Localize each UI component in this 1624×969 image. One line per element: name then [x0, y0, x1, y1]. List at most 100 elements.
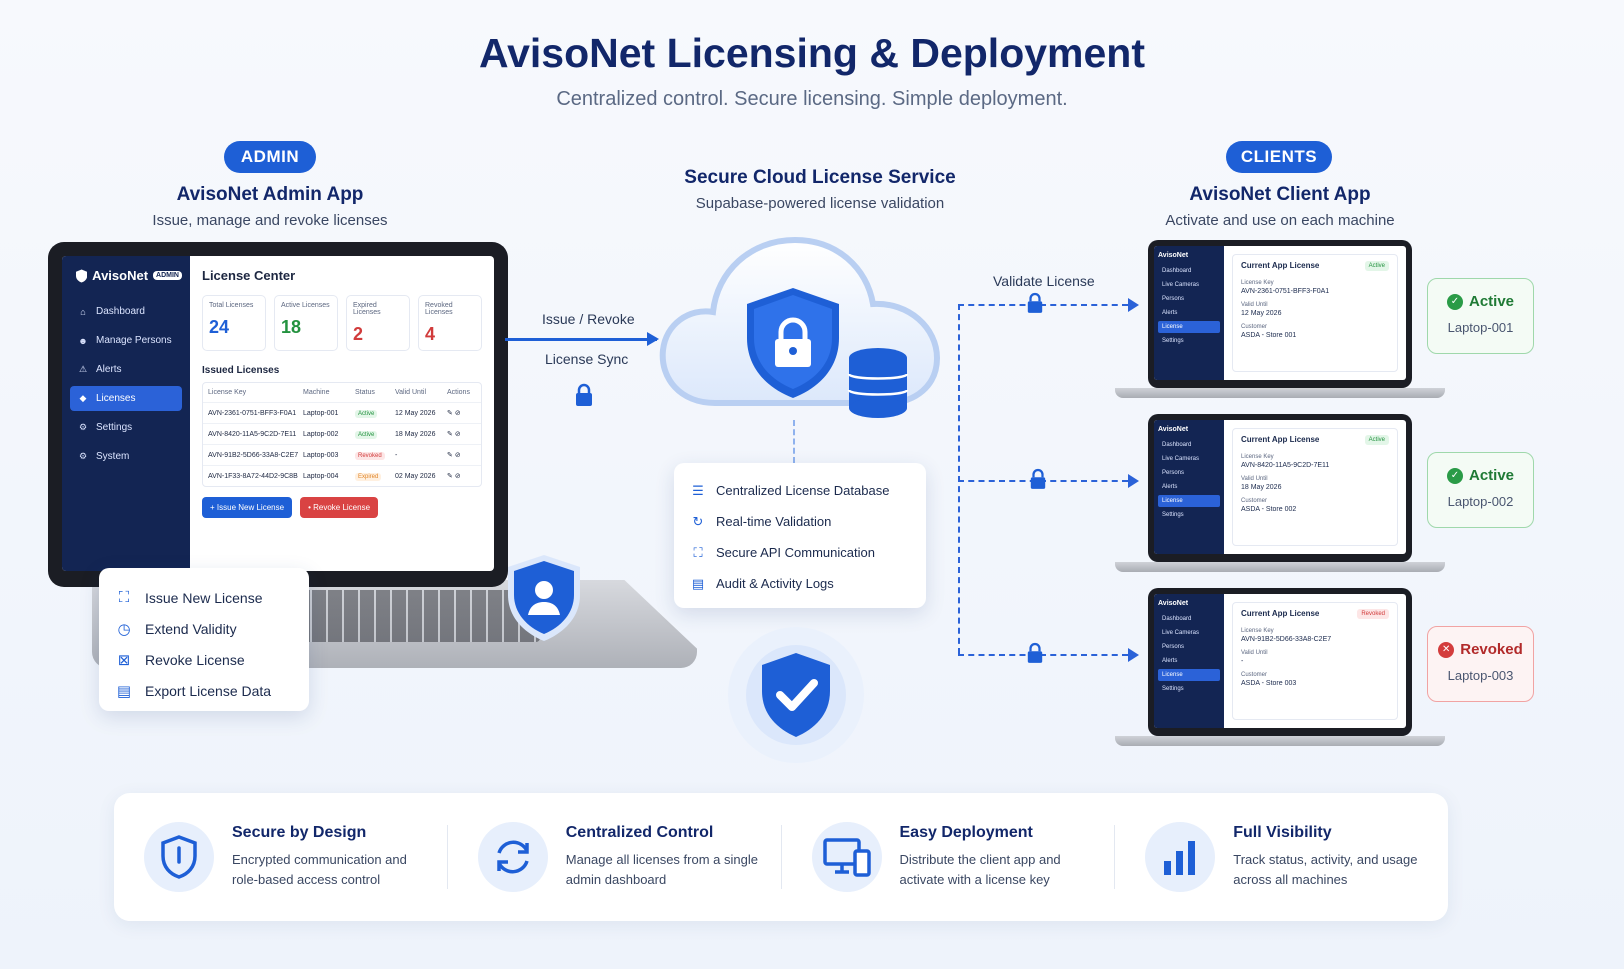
client-laptop-base: [1115, 736, 1445, 746]
client-nav-item[interactable]: Alerts: [1162, 658, 1178, 664]
sidebar-item-label: Alerts: [96, 364, 122, 375]
cell-key: AVN-8420-11A5-9C2D-7E11: [208, 430, 297, 438]
client-nav-item[interactable]: Dashboard: [1162, 268, 1192, 274]
client-nav-item[interactable]: Settings: [1162, 512, 1184, 518]
gear-icon: ⚙: [78, 422, 88, 432]
validate-license-label: Validate License: [993, 273, 1095, 289]
edit-icon[interactable]: ✎: [447, 452, 453, 459]
sidebar-item-settings[interactable]: ⚙ Settings: [70, 415, 182, 440]
card-title: Current App License: [1241, 435, 1320, 444]
table-row[interactable]: AVN-1F33-8A72-44D2-9C8B Laptop-004 Expir…: [203, 466, 481, 486]
home-icon: ⌂: [80, 306, 86, 317]
clients-heading: AvisoNet Client App: [1189, 184, 1371, 205]
delete-icon[interactable]: ⊘: [454, 410, 461, 417]
client-nav-item[interactable]: Dashboard: [1162, 442, 1192, 448]
client-nav-item[interactable]: Persons: [1162, 296, 1185, 302]
sidebar-item-manage-persons[interactable]: ☻Manage Persons: [70, 328, 182, 353]
client-laptop-base: [1115, 388, 1445, 398]
client-nav-item[interactable]: Settings: [1162, 686, 1184, 692]
button-label: Revoke License: [313, 503, 371, 512]
client-nav-item[interactable]: Live Cameras: [1162, 630, 1200, 636]
action-export[interactable]: ▤Export License Data: [115, 675, 293, 706]
client-nav-item[interactable]: Settings: [1162, 338, 1184, 344]
sidebar-item-label: Settings: [96, 422, 133, 433]
field-label: License Key: [1241, 454, 1274, 460]
machine-name: Laptop-002: [1447, 494, 1514, 509]
client-nav-item[interactable]: Alerts: [1162, 484, 1178, 490]
clock-icon: ◷: [117, 620, 131, 638]
revoke-license-button[interactable]: • Revoke License: [300, 497, 379, 518]
close-icon: ✕: [1438, 641, 1455, 658]
connector-line: [958, 654, 1128, 656]
field-label: Valid Until: [1241, 650, 1268, 656]
edit-icon[interactable]: ✎: [447, 473, 453, 480]
license-key-value: AVN-8420-11A5-9C2D-7E11: [1241, 462, 1330, 469]
field-label: License Key: [1241, 280, 1274, 286]
edit-icon[interactable]: ✎: [447, 410, 453, 417]
client-nav-item[interactable]: Dashboard: [1162, 616, 1192, 622]
issued-licenses-title: Issued Licenses: [202, 365, 280, 376]
feature-desc: Encrypted communication and role-based a…: [232, 852, 407, 887]
cloud-feature-label: Centralized License Database: [716, 483, 890, 498]
lock-icon: [576, 383, 592, 406]
sidebar-item-dashboard[interactable]: ⌂Dashboard: [70, 299, 182, 324]
client-nav-item[interactable]: License: [1158, 669, 1220, 681]
admin-screen: AvisoNet ADMIN ⌂Dashboard ☻Manage Person…: [62, 256, 494, 571]
lock-icon: [1030, 468, 1046, 489]
client-nav-item[interactable]: License: [1158, 495, 1220, 507]
stat-label: Revoked Licenses: [425, 302, 453, 316]
action-label: Revoke License: [145, 651, 245, 668]
cloud-feature-label: Secure API Communication: [716, 545, 875, 560]
stat-value: 4: [425, 324, 436, 344]
issue-revoke-label: Issue / Revoke: [542, 311, 635, 327]
client-nav-item[interactable]: Persons: [1162, 470, 1185, 476]
client-nav-item[interactable]: Live Cameras: [1162, 282, 1200, 288]
client-nav-item[interactable]: Alerts: [1162, 310, 1178, 316]
sidebar-item-alerts[interactable]: ⚠Alerts: [70, 357, 182, 382]
stat-revoked: Revoked Licenses 4: [418, 295, 482, 351]
table-row[interactable]: AVN-2361-0751-BFF3-F0A1 Laptop-001 Activ…: [203, 403, 481, 424]
action-issue[interactable]: ⛶Issue New License: [115, 582, 293, 613]
admin-tag: ADMIN: [153, 271, 182, 280]
client-screen: AvisoNet Dashboard Live Cameras Persons …: [1154, 246, 1406, 380]
issue-new-license-button[interactable]: + Issue New License: [202, 497, 293, 518]
cell-key: AVN-2361-0751-BFF3-F0A1: [208, 409, 297, 417]
action-extend[interactable]: ◷Extend Validity: [115, 613, 293, 644]
column-header: Machine: [303, 389, 330, 396]
status-text: Revoked: [1460, 641, 1523, 658]
field-label: License Key: [1241, 628, 1274, 634]
stat-value: 2: [353, 324, 364, 344]
valid-until-value: 12 May 2026: [1241, 310, 1282, 317]
cloud-heading: Secure Cloud License Service: [684, 167, 956, 188]
client-laptop-1: AvisoNet Dashboard Live Cameras Persons …: [1148, 240, 1412, 388]
stat-label: Total Licenses: [209, 302, 254, 309]
stat-value: 18: [281, 317, 302, 337]
action-revoke[interactable]: ⊠Revoke License: [115, 644, 293, 675]
valid-until-value: 18 May 2026: [1241, 484, 1282, 491]
admin-subheading: Issue, manage and revoke licenses: [152, 212, 388, 229]
document-icon: ▤: [116, 682, 132, 700]
feature-title: Full Visibility: [1233, 824, 1332, 841]
feature-title: Secure by Design: [232, 824, 367, 841]
sidebar-item-system[interactable]: ⚙System: [70, 444, 182, 469]
client-nav-item[interactable]: Persons: [1162, 644, 1185, 650]
delete-icon[interactable]: ⊘: [454, 452, 461, 459]
status-badge: Revoked: [355, 451, 385, 460]
edit-icon[interactable]: ✎: [447, 431, 453, 438]
delete-icon[interactable]: ⊘: [454, 473, 461, 480]
sidebar-item-licenses[interactable]: ◆Licenses: [70, 386, 182, 411]
column-header: License Key: [208, 389, 247, 396]
client-nav-item[interactable]: License: [1158, 321, 1220, 333]
license-key-value: AVN-2361-0751-BFF3-F0A1: [1241, 288, 1330, 295]
table-row[interactable]: AVN-91B2-5D66-33A8-C2E7 Laptop-003 Revok…: [203, 445, 481, 466]
client-nav-item[interactable]: Live Cameras: [1162, 456, 1200, 462]
table-row[interactable]: AVN-8420-11A5-9C2D-7E11 Laptop-002 Activ…: [203, 424, 481, 445]
connector-line: [958, 304, 960, 654]
client-sidebar: AvisoNet Dashboard Live Cameras Persons …: [1154, 246, 1224, 380]
admin-brand: AvisoNet ADMIN: [76, 268, 182, 283]
delete-icon[interactable]: ⊘: [454, 431, 461, 438]
cell-key: AVN-91B2-5D66-33A8-C2E7: [208, 451, 299, 459]
